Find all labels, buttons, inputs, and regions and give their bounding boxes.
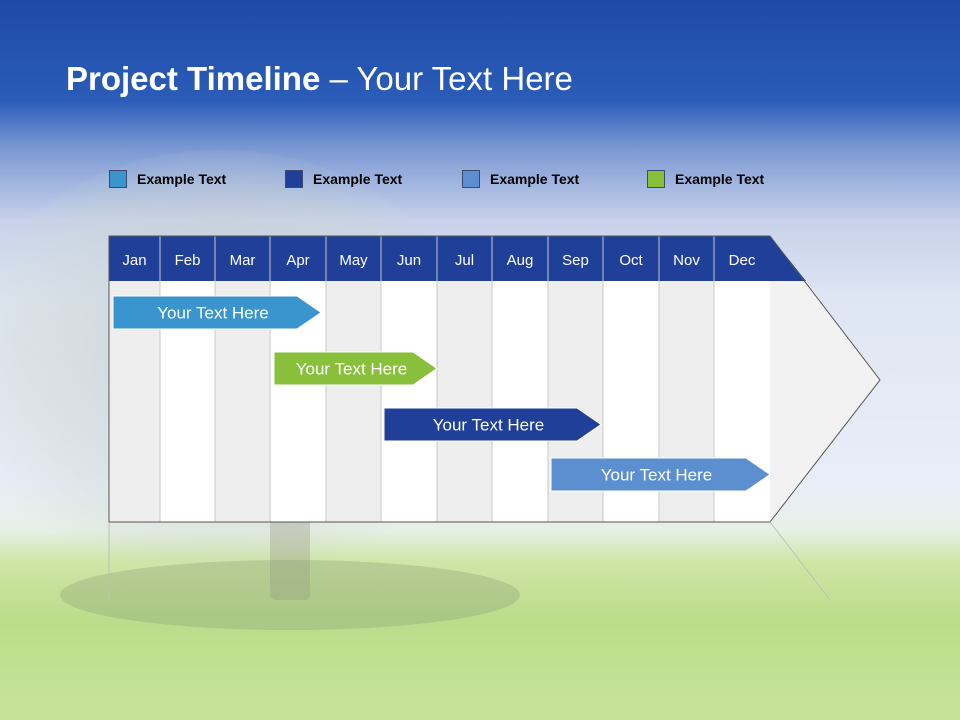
timeline-bar-label-3: Your Text Here	[433, 416, 545, 435]
month-label-aug: Aug	[507, 252, 534, 269]
month-label-mar: Mar	[230, 252, 256, 269]
legend-item-1: Example Text	[109, 170, 226, 188]
month-column-jun	[381, 281, 437, 522]
timeline-bar-4	[550, 457, 771, 492]
timeline-bar-1	[112, 295, 322, 330]
month-label-apr: Apr	[286, 252, 309, 269]
month-label-jun: Jun	[397, 252, 421, 269]
timeline-bar-3	[383, 407, 602, 442]
legend-item-2: Example Text	[285, 170, 402, 188]
month-column-jul	[437, 281, 492, 522]
reflection-right	[769, 521, 831, 601]
timeline-bar-label-1: Your Text Here	[157, 304, 269, 323]
timeline-bar-2	[273, 351, 438, 386]
tree-shadow-image	[60, 560, 520, 630]
title-bold: Project Timeline	[66, 60, 321, 97]
month-labels: Jan Feb Mar Apr May Jun Jul Aug Sep Oct Nov Dec	[122, 252, 755, 269]
timeline-bar-label-2: Your Text Here	[296, 360, 408, 379]
arrow-tip-fill	[770, 281, 880, 522]
legend-swatch	[647, 170, 665, 188]
month-label-jul: Jul	[455, 252, 474, 269]
legend-label: Example Text	[490, 171, 580, 187]
month-label-oct: Oct	[619, 252, 643, 269]
legend: Example Text Example Text Example Text E…	[0, 170, 960, 194]
legend-label: Example Text	[675, 171, 765, 187]
timeline-bar-label-4: Your Text Here	[601, 466, 713, 485]
legend-swatch	[109, 170, 127, 188]
month-label-jan: Jan	[122, 252, 146, 269]
legend-swatch	[462, 170, 480, 188]
month-label-sep: Sep	[562, 252, 589, 269]
title-rest: – Your Text Here	[320, 60, 573, 97]
timeline-outline	[108, 235, 881, 523]
legend-item-3: Example Text	[462, 170, 579, 188]
legend-label: Example Text	[313, 171, 403, 187]
month-header	[109, 236, 806, 281]
month-column-aug	[492, 281, 548, 522]
month-column-may	[326, 281, 381, 522]
legend-swatch	[285, 170, 303, 188]
page-title: Project Timeline – Your Text Here	[66, 60, 573, 98]
legend-label: Example Text	[137, 171, 227, 187]
month-label-may: May	[339, 252, 368, 269]
month-label-dec: Dec	[729, 252, 756, 269]
month-dividers	[159, 236, 715, 522]
legend-item-4: Example Text	[647, 170, 764, 188]
month-label-nov: Nov	[673, 252, 700, 269]
month-label-feb: Feb	[175, 252, 201, 269]
